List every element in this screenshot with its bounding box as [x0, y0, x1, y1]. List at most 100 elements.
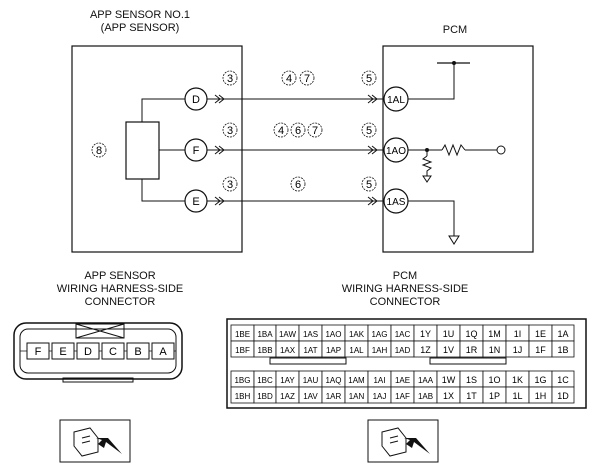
svg-text:F: F: [193, 145, 200, 157]
svg-text:B: B: [134, 346, 141, 358]
pcm-connector-cell-1aw: 1AW: [275, 324, 300, 342]
pcm-connector-cell-1b: 1B: [551, 340, 575, 358]
pcm-signal-circuit: [408, 143, 506, 183]
pcm-connector-cell-1n: 1N: [482, 340, 507, 358]
svg-text:1Y: 1Y: [420, 329, 431, 339]
pcm-connector-cell-1ax: 1AX: [275, 340, 300, 358]
callout-e-left: 3: [227, 179, 233, 191]
connector-view-icon-left: [59, 419, 131, 463]
svg-text:1T: 1T: [466, 391, 477, 401]
svg-text:1AY: 1AY: [280, 376, 295, 385]
pcm-connector-cell-1p: 1P: [482, 386, 507, 404]
svg-text:1AB: 1AB: [418, 392, 433, 401]
pcm-connector-cell-1as: 1AS: [298, 324, 323, 342]
svg-text:1J: 1J: [513, 345, 523, 355]
pcm-connector-cell-1y: 1Y: [413, 324, 438, 342]
svg-text:1AG: 1AG: [371, 330, 387, 339]
svg-text:F: F: [35, 346, 42, 358]
callout-f-mid2: 7: [312, 125, 318, 137]
wire-e: [207, 196, 385, 206]
svg-text:A: A: [159, 346, 167, 358]
svg-text:1AP: 1AP: [326, 346, 341, 355]
sensor-pin-f: F: [184, 138, 208, 162]
pcm-connector-cell-1au: 1AU: [298, 370, 323, 388]
svg-text:E: E: [192, 196, 199, 208]
svg-text:D: D: [192, 94, 200, 106]
app-connector-title-line3: CONNECTOR: [84, 296, 156, 308]
app-connector-pin-f: F: [26, 342, 50, 360]
app-connector-title-line2: WIRING HARNESS-SIDE: [56, 283, 184, 295]
pcm-connector-cell-1aj: 1AJ: [367, 386, 392, 404]
pcm-connector-cell-1ap: 1AP: [321, 340, 346, 358]
svg-text:1BC: 1BC: [257, 376, 273, 385]
svg-text:1M: 1M: [488, 329, 501, 339]
pcm-connector-cell-1be: 1BE: [230, 324, 255, 342]
callout-f-right: 5: [366, 125, 372, 137]
callout-e-right: 5: [366, 179, 372, 191]
svg-text:1AR: 1AR: [326, 392, 342, 401]
svg-text:1AF: 1AF: [395, 392, 410, 401]
app-connector-pin-e: E: [51, 342, 75, 360]
pcm-connector-cell-1t: 1T: [459, 386, 484, 404]
body-callout: 8: [96, 145, 102, 157]
svg-text:1X: 1X: [443, 391, 454, 401]
app-connector-title: APP SENSOR WIRING HARNESS-SIDE CONNECTOR: [20, 270, 220, 309]
svg-text:1AZ: 1AZ: [280, 392, 295, 401]
pcm-connector-cell-1ac: 1AC: [390, 324, 415, 342]
svg-text:1AW: 1AW: [279, 330, 296, 339]
svg-text:1B: 1B: [557, 345, 568, 355]
svg-text:1AN: 1AN: [349, 392, 365, 401]
pcm-connector-cell-1al: 1AL: [344, 340, 369, 358]
pcm-connector-cell-1ai: 1AI: [367, 370, 392, 388]
callout-e-mid0: 6: [295, 179, 301, 191]
svg-text:1W: 1W: [442, 375, 456, 385]
wire-f: [207, 145, 385, 155]
pcm-ground-circuit: [408, 200, 460, 245]
svg-text:1AM: 1AM: [348, 376, 365, 385]
sensor-lead-top: [141, 98, 185, 122]
svg-text:1AJ: 1AJ: [373, 392, 387, 401]
svg-text:D: D: [84, 346, 92, 358]
svg-text:1L: 1L: [512, 391, 522, 401]
pcm-connector-cell-1s: 1S: [459, 370, 484, 388]
pcm-connector-cell-1bg: 1BG: [230, 370, 255, 388]
pcm-connector-cell-1at: 1AT: [298, 340, 323, 358]
svg-text:1Z: 1Z: [420, 345, 431, 355]
svg-text:1F: 1F: [535, 345, 546, 355]
connector-view-icon-right: [367, 419, 439, 463]
sensor-pin-d: D: [184, 87, 208, 111]
svg-text:1O: 1O: [488, 375, 500, 385]
pcm-connector-cell-1j: 1J: [505, 340, 530, 358]
pcm-connector-title-line2: WIRING HARNESS-SIDE: [341, 283, 469, 295]
svg-text:1AT: 1AT: [303, 346, 317, 355]
svg-text:1AE: 1AE: [395, 376, 410, 385]
pcm-connector-title-line3: CONNECTOR: [369, 296, 441, 308]
pcm-connector-cell-1i: 1I: [505, 324, 530, 342]
svg-text:1H: 1H: [535, 391, 547, 401]
app-connector-pin-a: A: [151, 342, 175, 360]
app-connector-pin-b: B: [126, 342, 150, 360]
svg-text:C: C: [109, 346, 117, 358]
svg-text:1BH: 1BH: [235, 392, 251, 401]
sensor-lead-bottom: [141, 179, 185, 202]
svg-text:1AU: 1AU: [303, 376, 319, 385]
svg-text:1AL: 1AL: [387, 95, 405, 106]
svg-text:1AI: 1AI: [373, 376, 385, 385]
svg-text:1S: 1S: [466, 375, 477, 385]
pcm-connector-cell-1c: 1C: [551, 370, 575, 388]
svg-text:1AV: 1AV: [303, 392, 318, 401]
svg-text:1E: 1E: [535, 329, 546, 339]
app-connector-pin-c: C: [101, 342, 125, 360]
svg-text:1AH: 1AH: [372, 346, 388, 355]
pcm-terminal-1ao: 1AO: [383, 137, 409, 163]
pcm-connector-cell-1z: 1Z: [413, 340, 438, 358]
pcm-connector-cell-1ak: 1AK: [344, 324, 369, 342]
pcm-connector-cell-1bf: 1BF: [230, 340, 255, 358]
pcm-connector-cell-1an: 1AN: [344, 386, 369, 404]
svg-text:1AX: 1AX: [280, 346, 296, 355]
pcm-terminal-1as: 1AS: [383, 188, 409, 214]
pcm-connector-cell-1q: 1Q: [459, 324, 484, 342]
svg-text:1C: 1C: [557, 375, 569, 385]
